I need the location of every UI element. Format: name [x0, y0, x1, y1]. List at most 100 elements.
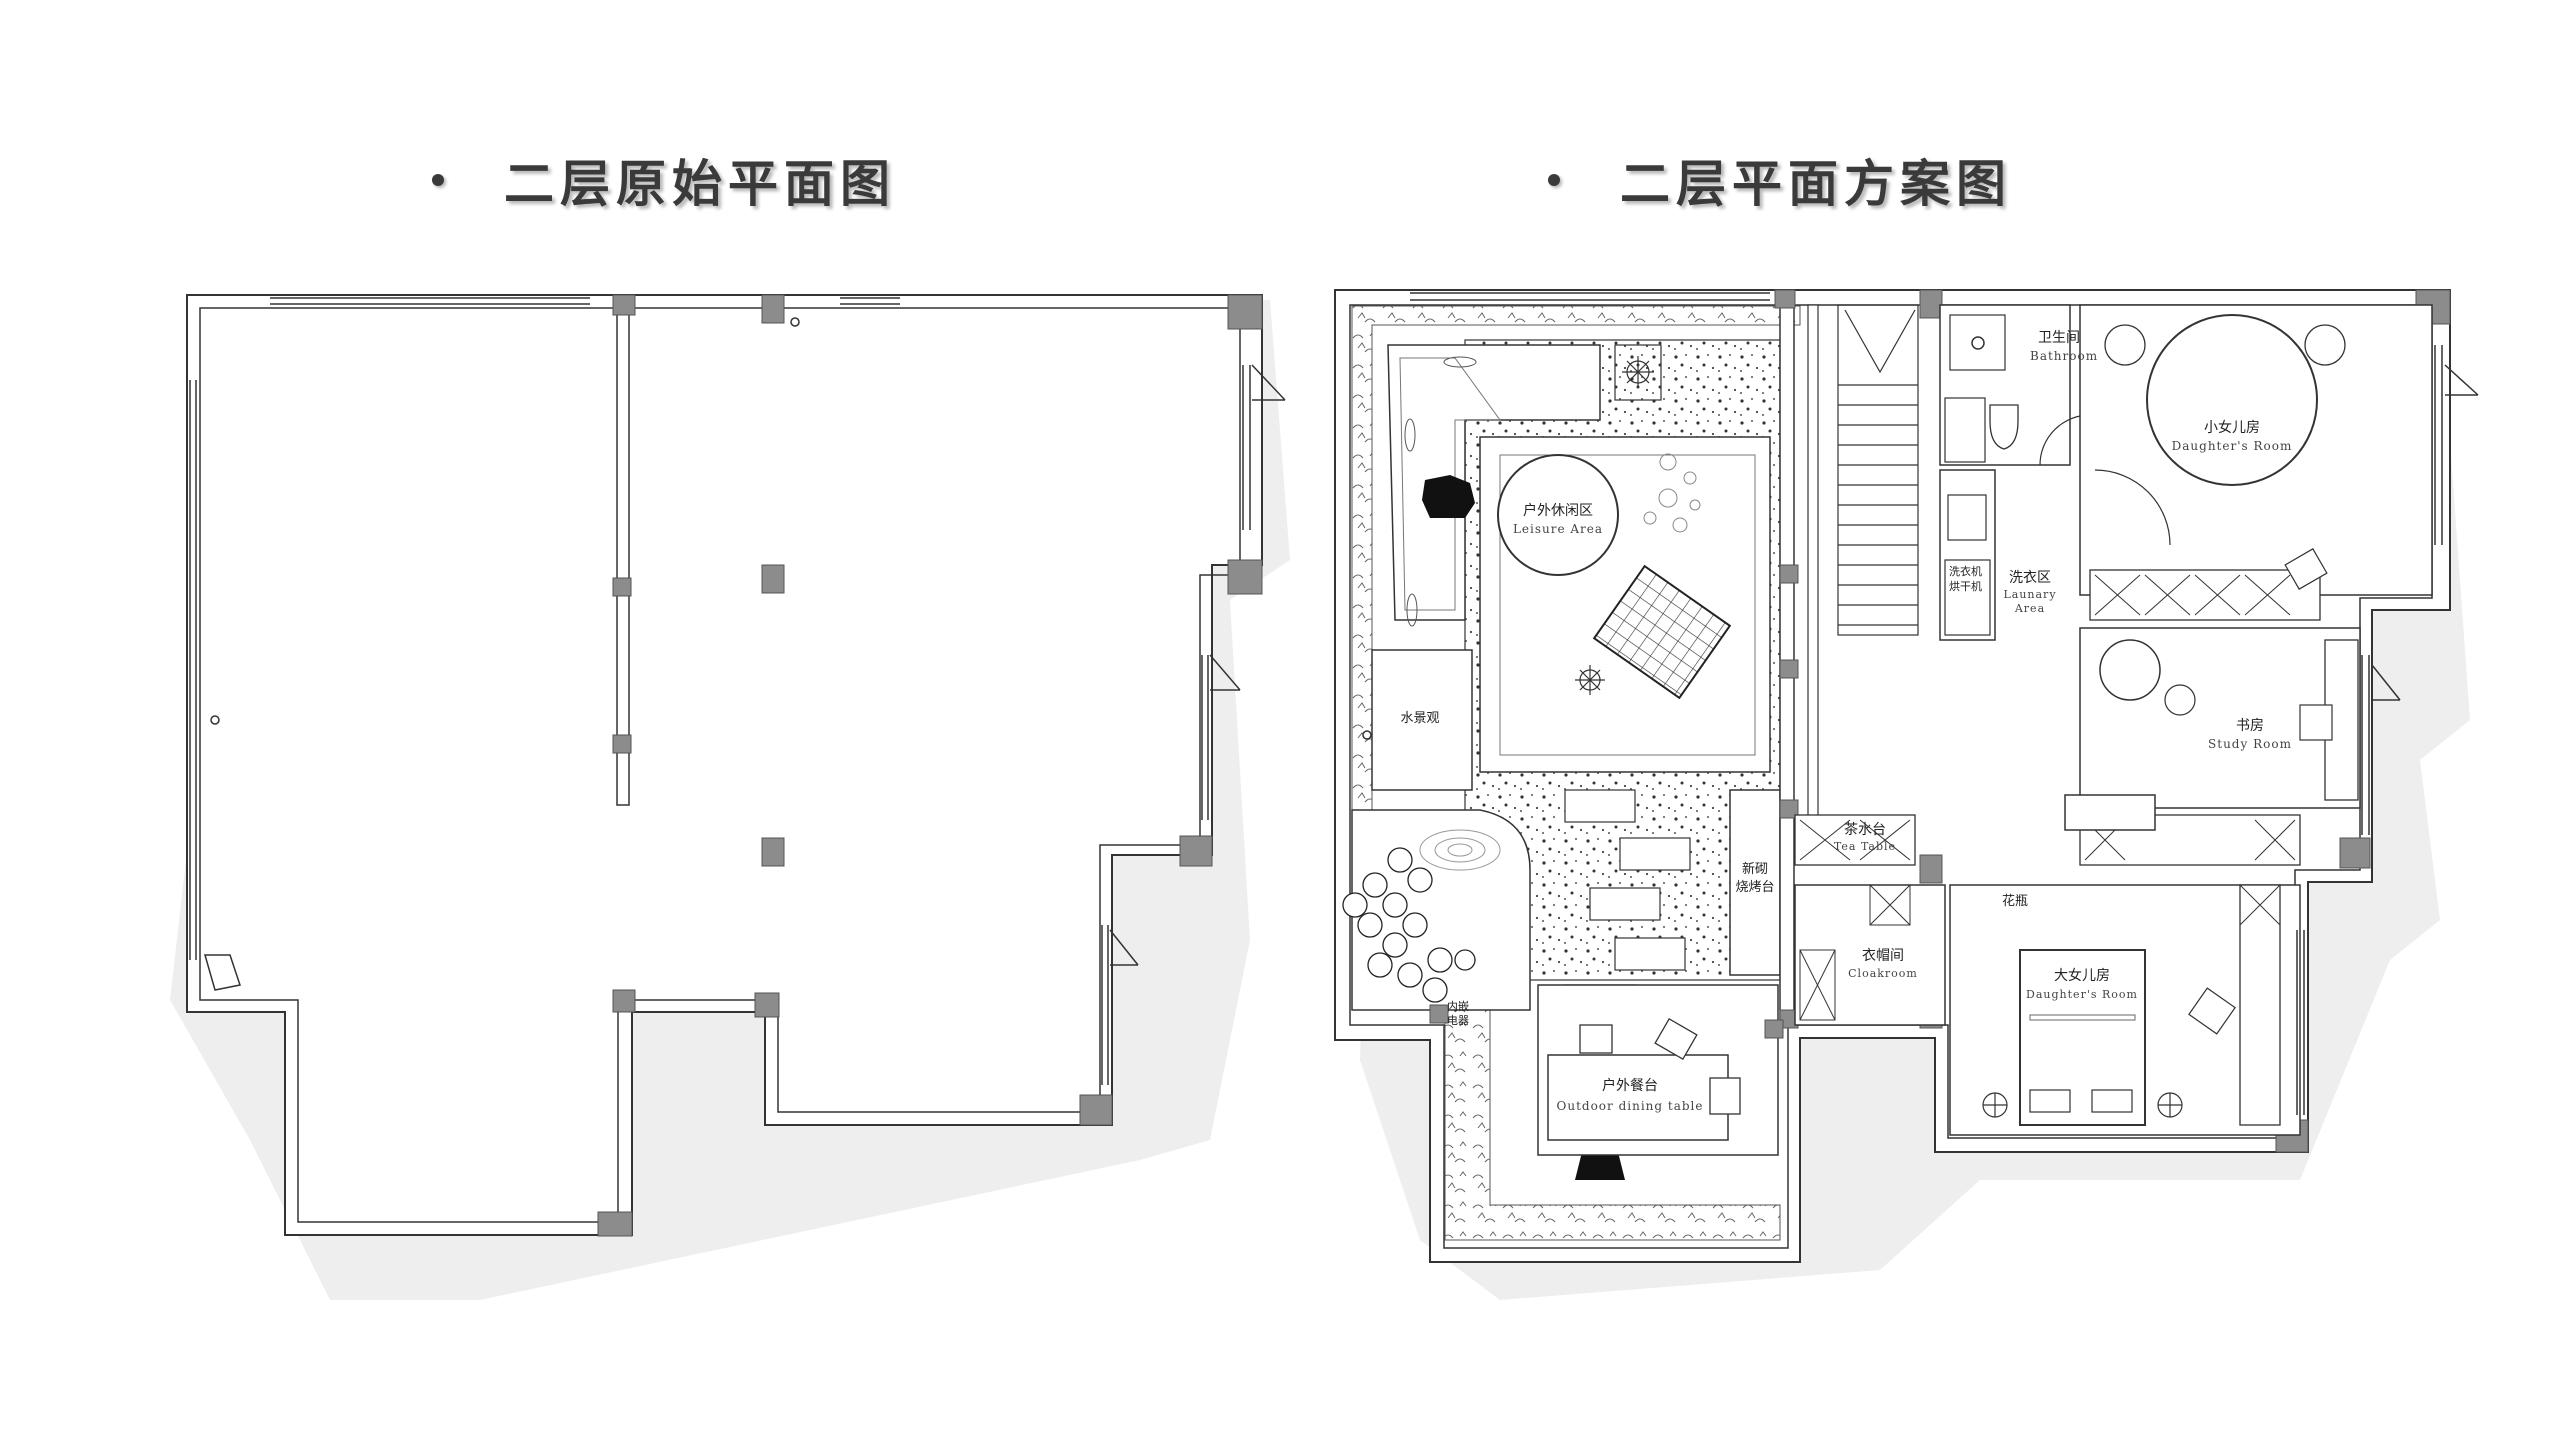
- laundry-area-label-en-2: Area: [2014, 602, 2045, 615]
- leisure-area-label: 户外休闲区: [1523, 502, 1593, 519]
- fixture-dot: [1362, 730, 1372, 740]
- leisure-deck-inner: [1499, 454, 1756, 756]
- vanity: [1944, 397, 1986, 463]
- staircase: [1837, 304, 1919, 636]
- fixture-box: [1614, 344, 1662, 401]
- bubble-decor: [1643, 453, 1701, 533]
- dining-chair: [1654, 1017, 1698, 1061]
- door-swing: [2371, 664, 2401, 701]
- sofa: [2064, 794, 2156, 831]
- desk-chair: [2284, 548, 2328, 590]
- bullet-icon: [432, 174, 444, 186]
- water-feature-label: 水景观: [1400, 711, 1439, 726]
- shower-drain-icon: [1971, 336, 1985, 350]
- dining-label-en: Outdoor dining table: [1557, 1099, 1704, 1113]
- cabinet-cross: [1799, 884, 1911, 1021]
- door-swing: [2444, 364, 2479, 396]
- bathroom-label-en: Bathroom: [2030, 349, 2098, 363]
- laundry-area-label-en-1: Launary: [2003, 588, 2056, 601]
- dining-table: [1547, 1054, 1729, 1141]
- wardrobe-cross: [2094, 574, 2291, 616]
- bed-inner: [2029, 1014, 2136, 1021]
- door-swing: [1209, 654, 1241, 691]
- pillow: [2029, 1089, 2071, 1113]
- bbq-label-2: 烧烤台: [1735, 880, 1774, 895]
- proposal-plan-title: 二层平面方案图: [1548, 140, 2012, 220]
- door-swing: [1251, 364, 1286, 401]
- bbq-counter: [1729, 789, 1781, 976]
- leaf-decor: [1406, 593, 1418, 627]
- window-group: [1410, 292, 2443, 1115]
- dryer-label: 烘干机: [1949, 579, 1982, 593]
- dining-label: 户外餐台: [1602, 1077, 1658, 1094]
- cloakroom-label-en: Cloakroom: [1848, 967, 1918, 980]
- leaf-decor: [1404, 418, 1416, 452]
- original-plan-title-text: 二层原始平面图: [504, 155, 896, 213]
- armchair: [2188, 987, 2236, 1035]
- shower-tray: [1949, 314, 2006, 371]
- nightstand: [2104, 324, 2146, 366]
- side-table: [2164, 684, 2196, 716]
- big-daughter-room-label: 大女儿房: [2054, 967, 2110, 984]
- corner-fixture: [204, 954, 241, 991]
- study-room-label: 书房: [2236, 718, 2264, 734]
- rock-cluster: [1342, 847, 1476, 1003]
- washer: [1944, 559, 1991, 636]
- round-bed: [2146, 314, 2318, 486]
- door-swing: [1109, 929, 1139, 966]
- study-chair: [2299, 704, 2333, 741]
- umbrella-icon: [1575, 665, 1605, 695]
- water-feature: [1371, 649, 1473, 791]
- leisure-area-label-en: Leisure Area: [1513, 522, 1603, 536]
- washer-label: 洗衣机: [1949, 564, 1982, 578]
- pond-ripples: [1419, 829, 1501, 871]
- laundry-area-label: 洗衣区: [2009, 570, 2051, 586]
- fixture-dot: [790, 317, 800, 327]
- proposal-plan: 卫生间 Bathroom 小女儿房 Daughter's Room 户外休闲区 …: [1334, 289, 2479, 1300]
- toilet-icon: [1989, 404, 2019, 450]
- small-daughter-room-label-en: Daughter's Room: [2172, 439, 2293, 453]
- appliance-label-1: 内嵌: [1447, 999, 1469, 1013]
- inner-wall: [199, 307, 1241, 1223]
- fixture-dot: [210, 715, 220, 725]
- cabinet-cross: [2239, 884, 2281, 926]
- laundry-sink: [1947, 494, 1987, 541]
- lamp-icon: [1982, 1092, 2183, 1118]
- tea-table-label-en: Tea Table: [1834, 840, 1896, 853]
- big-daughter-room-label-en: Daughter's Room: [2026, 988, 2138, 1001]
- pillow: [2091, 1089, 2133, 1113]
- stepping-stones: [1564, 789, 1691, 1018]
- tea-cabinet: [2079, 814, 2301, 866]
- leaf-decor: [1443, 356, 1477, 368]
- bullet-icon: [1548, 174, 1560, 186]
- proposal-plan-title-text: 二层平面方案图: [1620, 155, 2012, 213]
- door-swing: [2094, 469, 2171, 546]
- small-daughter-room-label: 小女儿房: [2204, 419, 2260, 436]
- study-room-label-en: Study Room: [2208, 737, 2292, 751]
- original-plan: [170, 294, 1290, 1300]
- lounge-bench-inner: [1399, 357, 1501, 611]
- original-plan-title: 二层原始平面图: [432, 140, 896, 220]
- tea-table: [1794, 814, 1916, 866]
- tea-table-label: 茶水台: [1844, 822, 1886, 838]
- dining-chair: [1709, 1077, 1741, 1115]
- dining-chair: [1579, 1024, 1613, 1054]
- inner-wall: [1349, 304, 2433, 1249]
- column-group: [597, 294, 1263, 1237]
- person-silhouette: [1422, 475, 1475, 518]
- cloakroom-label: 衣帽间: [1862, 948, 1904, 964]
- leisure-round-table: [1497, 454, 1619, 576]
- umbrella-icon: [1622, 356, 1654, 388]
- partition-wall: [1807, 304, 1819, 826]
- lounger-chair: [1592, 564, 1732, 700]
- bathroom-label: 卫生间: [2038, 330, 2080, 346]
- appliance-label-2: 电器: [1447, 1014, 1469, 1027]
- bbq-label-1: 新砌: [1742, 861, 1768, 877]
- vase-label: 花瓶: [2002, 893, 2028, 909]
- partition-wall: [616, 304, 630, 806]
- wardrobe-tall: [2239, 884, 2281, 1126]
- window-group: [189, 297, 1251, 1085]
- nightstand: [2304, 324, 2346, 366]
- wardrobe-row: [2089, 569, 2321, 621]
